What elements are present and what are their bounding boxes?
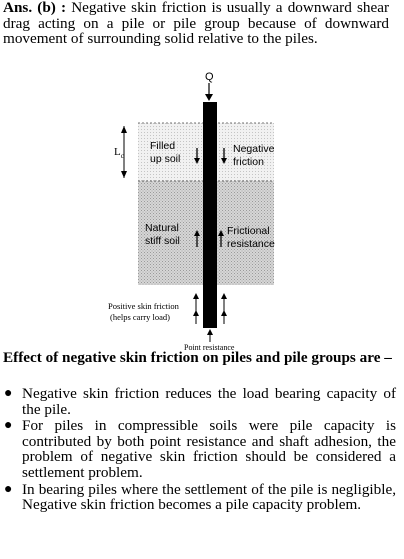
negative-friction-label: Negative friction xyxy=(233,143,277,168)
lc-arrow-top xyxy=(121,126,127,133)
effects-list: ● Negative skin friction reduces the loa… xyxy=(0,386,396,514)
frictional-resistance-label: Frictional resistance xyxy=(227,225,275,250)
positive-arrowhead-left-2 xyxy=(193,310,199,316)
positive-arrowhead-right xyxy=(221,293,227,299)
lc-arrow-bottom xyxy=(121,171,127,178)
natural-soil-label: Natural stiff soil xyxy=(145,222,182,247)
up-arrowhead-right xyxy=(218,230,224,236)
list-item: ● Negative skin friction reduces the loa… xyxy=(0,386,396,417)
intro-paragraph: Ans. (b) : Negative skin friction is usu… xyxy=(3,0,389,47)
list-item-text: Negative skin friction reduces the load … xyxy=(22,385,396,418)
list-item-text: In bearing piles where the settlement of… xyxy=(22,480,396,514)
bullet-icon: ● xyxy=(4,386,13,401)
list-item: ● For piles in compressible soils were p… xyxy=(0,418,396,480)
point-resistance-label: Point resistance xyxy=(184,343,235,352)
bullet-icon: ● xyxy=(4,481,13,497)
filled-soil-label: Filled up soil xyxy=(150,140,180,165)
list-item: ● In bearing piles where the settlement … xyxy=(0,480,396,514)
load-q-label: Q xyxy=(205,71,214,83)
lc-label: Lc xyxy=(114,146,124,160)
effects-heading: Effect of negative skin friction on pile… xyxy=(3,349,392,366)
positive-arrowhead-right-2 xyxy=(221,310,227,316)
pile xyxy=(203,102,217,328)
answer-label: Ans. (b) : xyxy=(3,0,67,16)
positive-arrowhead-left xyxy=(193,293,199,299)
bullet-icon: ● xyxy=(4,418,13,434)
load-arrowhead xyxy=(205,94,213,101)
list-item-text: For piles in compressible soils were pil… xyxy=(22,417,396,481)
pile-diagram: Q Lc Filled up soil Negative friction Na… xyxy=(108,71,277,352)
intro-text: Negative skin friction is usually a down… xyxy=(3,0,389,48)
positive-skin-friction-label: Positive skin friction (helps carry load… xyxy=(108,301,181,322)
down-arrowhead-right xyxy=(221,158,227,164)
point-resistance-arrowhead xyxy=(207,329,213,335)
down-arrowhead-left xyxy=(194,158,200,164)
up-arrowhead-left xyxy=(194,230,200,236)
